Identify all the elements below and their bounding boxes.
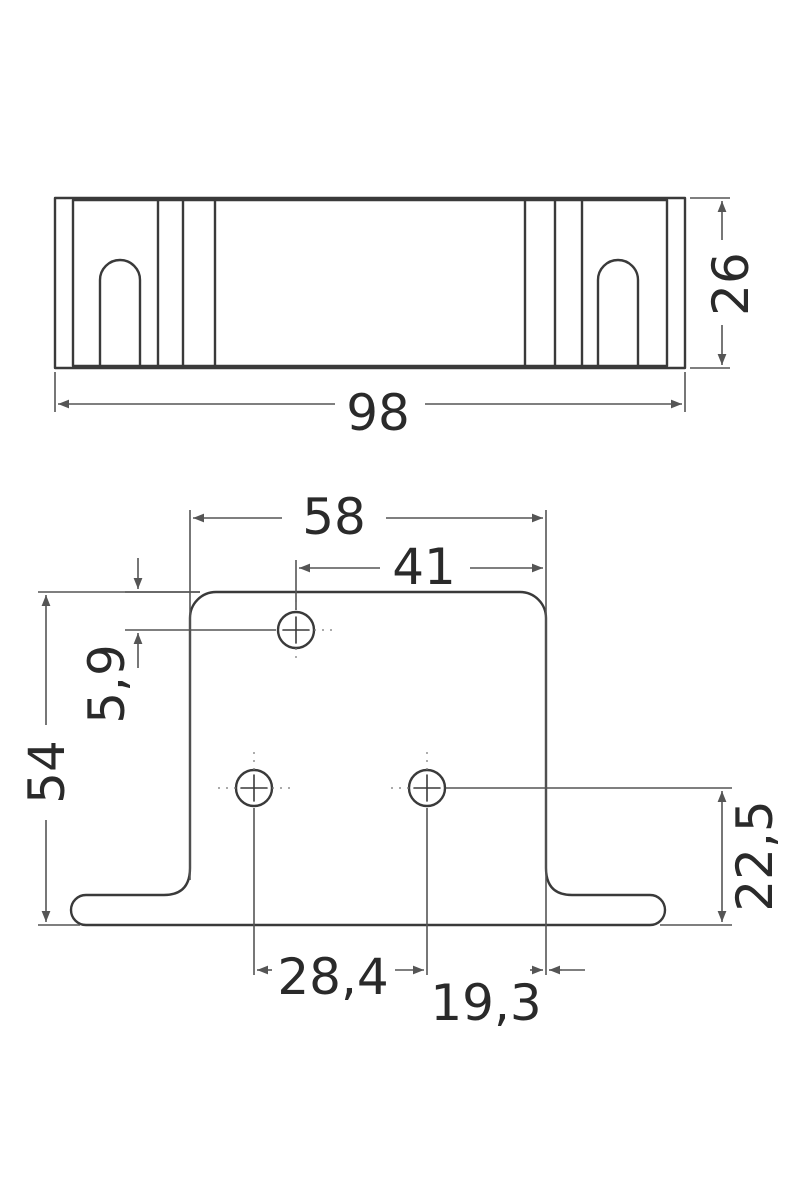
dimension-hole-offset: 41 <box>295 538 543 610</box>
lower-hole-spacing-label: 28,4 <box>277 948 388 1006</box>
bracket-outline <box>69 590 667 927</box>
front-view: 58 41 5,9 54 2 <box>18 488 784 1032</box>
mounting-hole-lower-right <box>391 752 447 808</box>
dimension-right-hole-offset: 19,3 <box>430 965 585 1032</box>
top-hole-offset-label: 5,9 <box>78 644 136 724</box>
dimension-front-height: 54 <box>18 591 200 926</box>
mounting-hole-top <box>276 600 332 662</box>
dimension-lower-holes-height: 22,5 <box>446 787 784 926</box>
top-height-label: 26 <box>702 252 760 316</box>
hole-offset-label: 41 <box>392 538 456 596</box>
right-hole-offset-label: 19,3 <box>430 974 541 1032</box>
dimension-lower-hole-spacing: 28,4 <box>253 808 428 1006</box>
top-view-outline <box>53 196 687 370</box>
dimension-top-hole-offset: 5,9 <box>78 558 276 724</box>
mounting-hole-lower-left <box>218 752 290 808</box>
top-width-label: 98 <box>346 384 410 442</box>
dimension-top-height: 26 <box>690 197 760 369</box>
overall-width-label: 58 <box>302 488 366 546</box>
top-view: 98 26 <box>53 196 760 442</box>
dimension-overall-width: 58 <box>189 488 547 975</box>
dimension-top-width: 98 <box>54 372 686 442</box>
lower-holes-height-label: 22,5 <box>726 800 784 911</box>
front-height-label: 54 <box>18 740 76 804</box>
